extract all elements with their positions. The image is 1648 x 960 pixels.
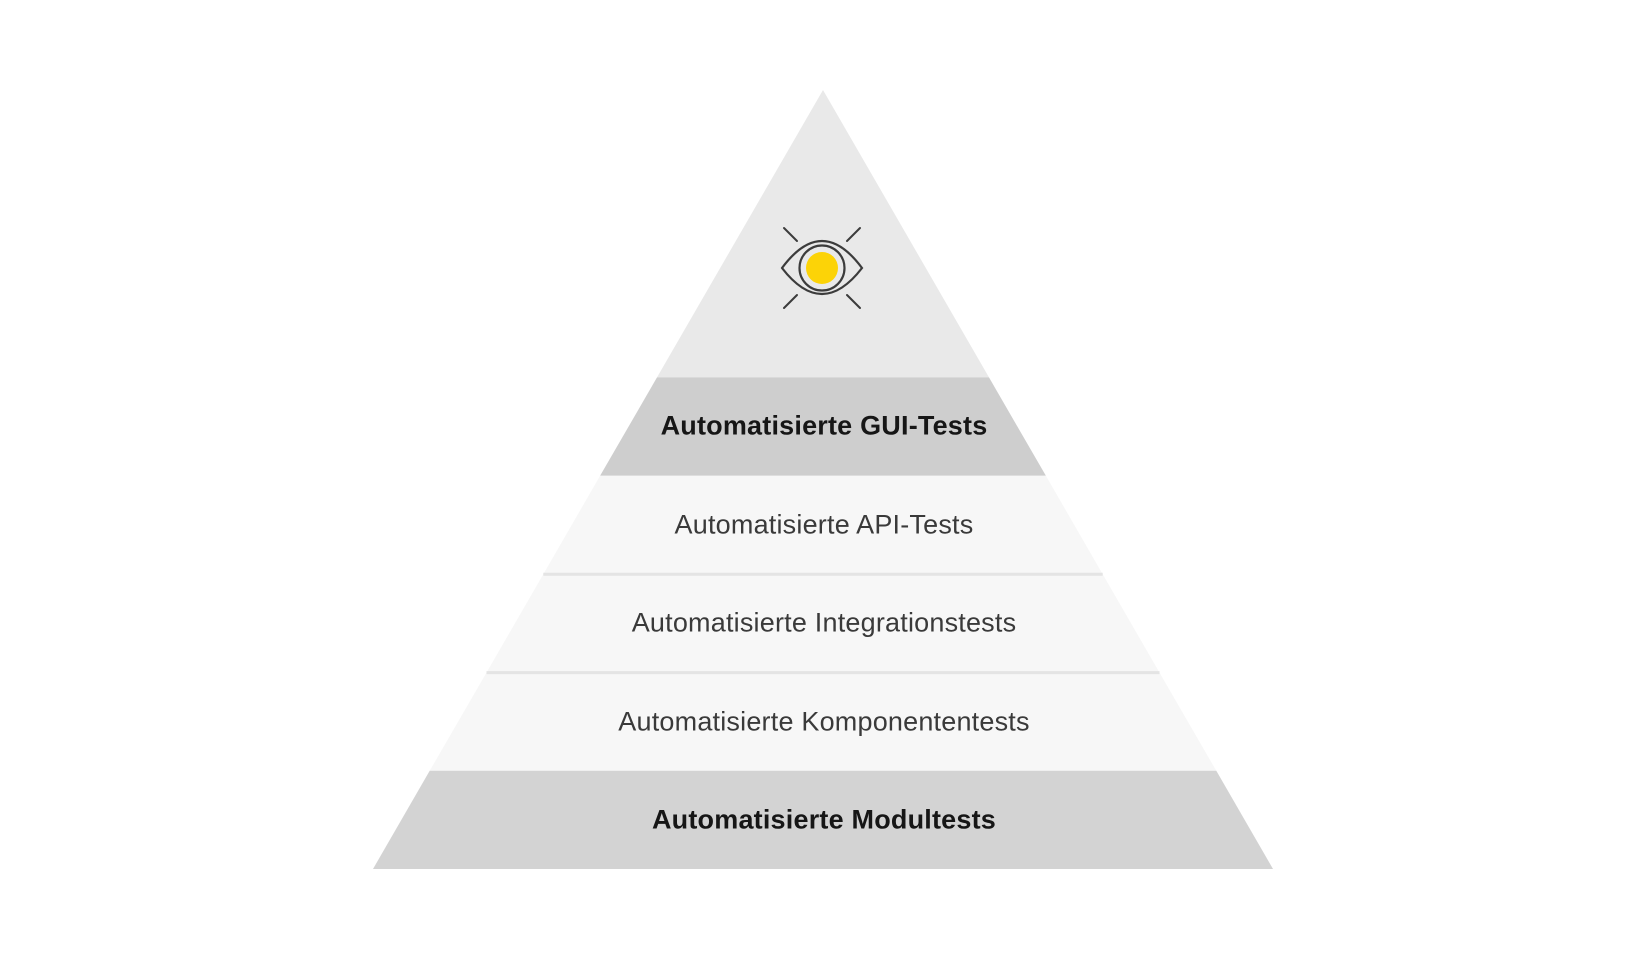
pyramid-level-modul-shape [373, 770, 1273, 869]
eye-iris-ring [798, 244, 846, 292]
eye-outline [780, 240, 864, 295]
pyramid-level-api-shape [543, 475, 1103, 575]
eye-icon [780, 227, 864, 309]
eye-ray-bottom-left [783, 294, 798, 309]
pyramid-level-integration-shape [486, 574, 1160, 673]
pyramid-level-komponenten-shape [429, 672, 1217, 771]
eye-pupil [806, 252, 838, 284]
pyramid-level-top-shape [657, 90, 989, 378]
eye-ray-top-left [783, 227, 798, 242]
eye-ray-bottom-right [846, 294, 861, 309]
pyramid-level-gui-shape [600, 377, 1046, 476]
eye-ray-top-right [846, 227, 861, 242]
